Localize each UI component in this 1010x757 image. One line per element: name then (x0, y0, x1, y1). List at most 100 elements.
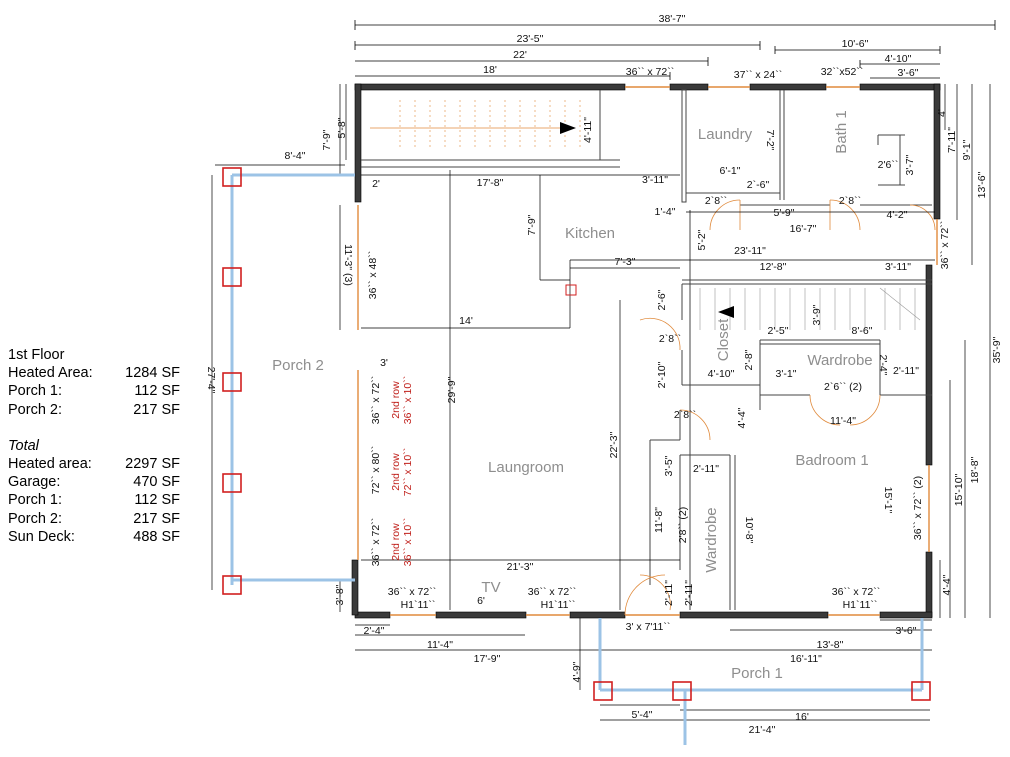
room-label-tv: TV (481, 579, 500, 596)
dim-3-6-b: 3'-6" (896, 625, 917, 637)
dim-18-8: 18'-8" (969, 456, 981, 483)
interior-dimension-lines (211, 84, 991, 721)
dim-3-9: 3'-9" (811, 304, 823, 325)
legend-row: Porch 1:112 SF (8, 383, 180, 400)
room-label-porch-1: Porch 1 (731, 665, 783, 682)
dim-3-5: 3'-5" (663, 455, 675, 476)
dim-2-6-c: 2'-6" (656, 289, 668, 310)
annotation-2nd-row-3: 2nd row (390, 523, 402, 561)
dim-9-1: 9'-1" (961, 139, 973, 160)
dim-27-4: 27'-4" (205, 367, 217, 394)
dim-21-3: 21'-3" (507, 561, 534, 573)
dim-2-6-bath: 2'6`` (878, 159, 899, 171)
legend-total-title: Total (8, 437, 39, 454)
dim-1-4: 1'-4" (655, 206, 676, 218)
dim-4-4-b: 4'-4" (941, 574, 953, 595)
dim-5-9: 5'-9" (774, 207, 795, 219)
dim-8-4: 8'-4" (285, 150, 306, 162)
stair-arrow-icon (560, 122, 576, 134)
dim-2-6-2: 2`6`` (2) (824, 381, 862, 393)
dim-2-8-c: 2`8`` (659, 333, 681, 345)
window-label-top-1: 36`` x 72`` (626, 66, 674, 78)
dim-13-8: 13'-8" (817, 639, 844, 651)
room-label-laundry: Laundry (698, 126, 753, 143)
top-dimension-lines (354, 20, 996, 80)
annotation-36x10-2: 36`` x 10`` (402, 518, 414, 566)
dim-17-9: 17'-9" (474, 653, 501, 665)
dim-6: 6' (477, 595, 485, 607)
post-icon (672, 681, 692, 701)
stairs (399, 100, 581, 148)
outlet-icon (565, 284, 577, 296)
dim-4: 4' (936, 109, 948, 117)
dim-2-8-e: 2`8`` (674, 409, 696, 421)
dim-4-2: 4'-2" (887, 209, 908, 221)
dim-16: 16' (795, 711, 809, 723)
post-icon (222, 372, 242, 392)
dim-2-11-b: 2'-11" (693, 463, 719, 475)
window-label-top-2: 37`` x 24`` (734, 69, 782, 81)
dim-3-left: 3' (380, 357, 388, 369)
dim-16-7: 16'-7" (790, 223, 817, 235)
door-label-3x7: 3' x 7'11`` (626, 621, 671, 633)
dim-38-7: 38'-7" (659, 13, 686, 25)
annotation-2nd-row-1: 2nd row (390, 381, 402, 419)
dim-2-8-a: 2`8`` (705, 195, 727, 207)
dim-5-2: 5'-2" (696, 229, 708, 250)
door-swings (624, 199, 936, 616)
room-label-bath-1: Bath 1 (833, 110, 850, 153)
dim-3-11-a: 3'-11" (642, 174, 668, 186)
legend-floor-title: 1st Floor (8, 347, 65, 363)
window-label-36x48: 36`` x 48`` (367, 251, 379, 299)
dim-23-5: 23'-5" (517, 33, 544, 45)
dim-10-8: 10'-8" (743, 517, 755, 544)
dim-23-11: 23'-11" (734, 245, 766, 257)
post-icon (911, 681, 931, 701)
dim-4-11-stair: 4'-11" (582, 117, 594, 143)
dim-2-6-a: 2`-6" (747, 179, 770, 191)
dim-11-4-a: 11'-4" (830, 415, 856, 427)
window-label-top-3: 32``x52`` (821, 66, 864, 78)
dim-4-9: 4'-9" (571, 661, 583, 682)
dim-2-11-c: 2'-11" (663, 580, 675, 606)
dim-29-9: 29'-9" (446, 376, 458, 403)
window-label-bottom-3: 36`` x 72`` (832, 586, 880, 598)
exterior-walls (351, 83, 941, 619)
dim-10-6: 10'-6" (842, 38, 869, 50)
room-label-wardrobe-2: Wardrobe (703, 507, 720, 572)
dim-5-4: 5'-4" (632, 709, 653, 721)
legend-row: Porch 2:217 SF (8, 510, 180, 527)
dim-15-1: 15'-1" (882, 487, 894, 514)
openings (357, 86, 938, 616)
dim-2-4: 2'-4" (877, 355, 889, 376)
porch-railings (230, 173, 924, 745)
window-label-left-3: 36`` x 72`` (370, 518, 382, 566)
dim-4-10: 4'-10" (885, 53, 912, 65)
dim-3-1: 3'-1" (776, 368, 797, 380)
legend-row: Garage:470 SF (8, 474, 180, 491)
dim-7-2: 7'-2" (764, 130, 776, 151)
legend-row: Heated Area:1284 SF (8, 365, 180, 382)
room-label-wardrobe: Wardrobe (807, 352, 872, 369)
dim-2-11-a: 2'-11" (893, 365, 919, 377)
room-label-closet: Closet (715, 318, 732, 361)
dim-7-9-kitchen: 7'-9" (526, 214, 538, 235)
dim-2-10: 2'-10" (656, 361, 668, 388)
window-label-right-1: 36`` x 72`` (939, 221, 951, 269)
area-legend: 1st Floor Heated Area:1284 SF Porch 1:11… (8, 346, 180, 546)
dim-35-9: 35'-9" (991, 336, 1003, 363)
annotation-2nd-row-2: 2nd row (390, 453, 402, 491)
height-label-3: H1`11`` (843, 599, 878, 611)
legend-row: Porch 2:217 SF (8, 401, 180, 418)
dim-2-8-b: 2`8`` (839, 195, 861, 207)
legend-row: Porch 1:112 SF (8, 492, 180, 509)
dim-2-11-d: 2'-11" (683, 580, 695, 606)
dim-5-8: 5'-8" (336, 117, 348, 138)
dim-3-8: 3'-8" (334, 584, 346, 605)
room-label-porch-2: Porch 2 (272, 357, 324, 374)
room-label-livingroom: Laungroom (488, 459, 564, 476)
dim-7-11: 7'-11" (946, 127, 958, 153)
dim-2-8-d: 2'-8" (743, 349, 755, 370)
dim-13-6: 13'-6" (976, 171, 988, 198)
